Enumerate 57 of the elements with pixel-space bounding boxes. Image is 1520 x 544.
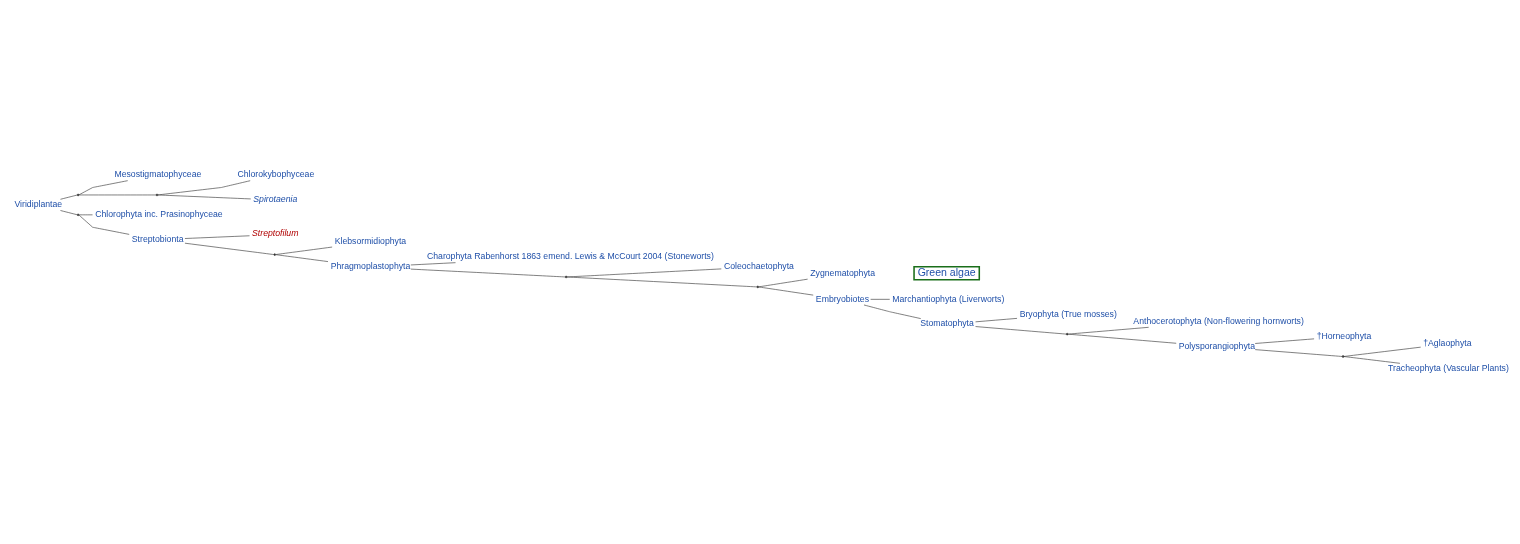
node-text: Mesostigmatophyceae [114,169,202,180]
node-text: Klebsormidiophyta [334,236,407,247]
connector [78,214,93,216]
node-point [155,193,159,197]
connector [157,194,252,200]
connector [1343,356,1401,364]
node-point [1066,332,1069,336]
connector [1067,327,1149,335]
node-text: Anthocerotophyta (Non-flowering hornworts) [1133,316,1304,326]
node-text: Embryobiotes [815,293,869,304]
connector [78,194,157,196]
connector [275,254,329,262]
node-point [1341,355,1345,358]
node-text: Chlorokybophyceae [237,169,315,180]
node-point [273,253,276,256]
connector [410,262,456,266]
connector [758,278,808,288]
node-text: Phragmoplastophyta [330,261,411,272]
connector [1254,349,1343,357]
connector [1254,338,1315,344]
node-text: †Horneophyta [1316,330,1372,341]
node-text: †Aglaophyta [1423,338,1472,349]
node-text: Spirotaenia [253,193,298,204]
node-point [76,193,80,197]
connector [78,180,128,196]
node-text: Streptofilum [252,228,299,239]
connector [975,318,1018,323]
connector [157,180,251,196]
node-text: Bryophyta (True mosses) [1019,308,1117,319]
connector [863,304,922,319]
connector [275,246,333,255]
connector [1067,333,1177,344]
node-point [76,213,80,217]
node-point [564,275,568,279]
node-text: Zygnematophyta [810,268,876,279]
connector [60,210,78,216]
connector [758,286,814,296]
node-text: Streptobionta [131,233,184,244]
connector [566,276,758,288]
node-text: Tracheophyta (Vascular Plants) [1388,363,1509,374]
connector [1343,346,1421,357]
node-text: Chlorophyta inc. Prasinophyceae [95,209,223,220]
node-point [756,285,759,289]
node-text: Stomatophyta [920,318,974,329]
node-text: Viridiplantae [14,199,63,210]
connector [184,235,250,239]
node-text: Marchantiophyta (Liverworts) [892,293,1005,304]
connector [60,194,78,200]
label: Green algae [917,265,976,278]
connector [410,268,566,278]
node-text: Polysporangiophyta [1178,340,1256,351]
connector [566,268,722,278]
connector [78,214,130,235]
node-text: Coleochaetophyta [723,261,794,272]
connector [975,326,1067,335]
connector [184,242,275,255]
node-text: Charophyta Rabenhorst 1863 emend. Lewis & McCourt 2004 (Stoneworts) [426,251,714,262]
